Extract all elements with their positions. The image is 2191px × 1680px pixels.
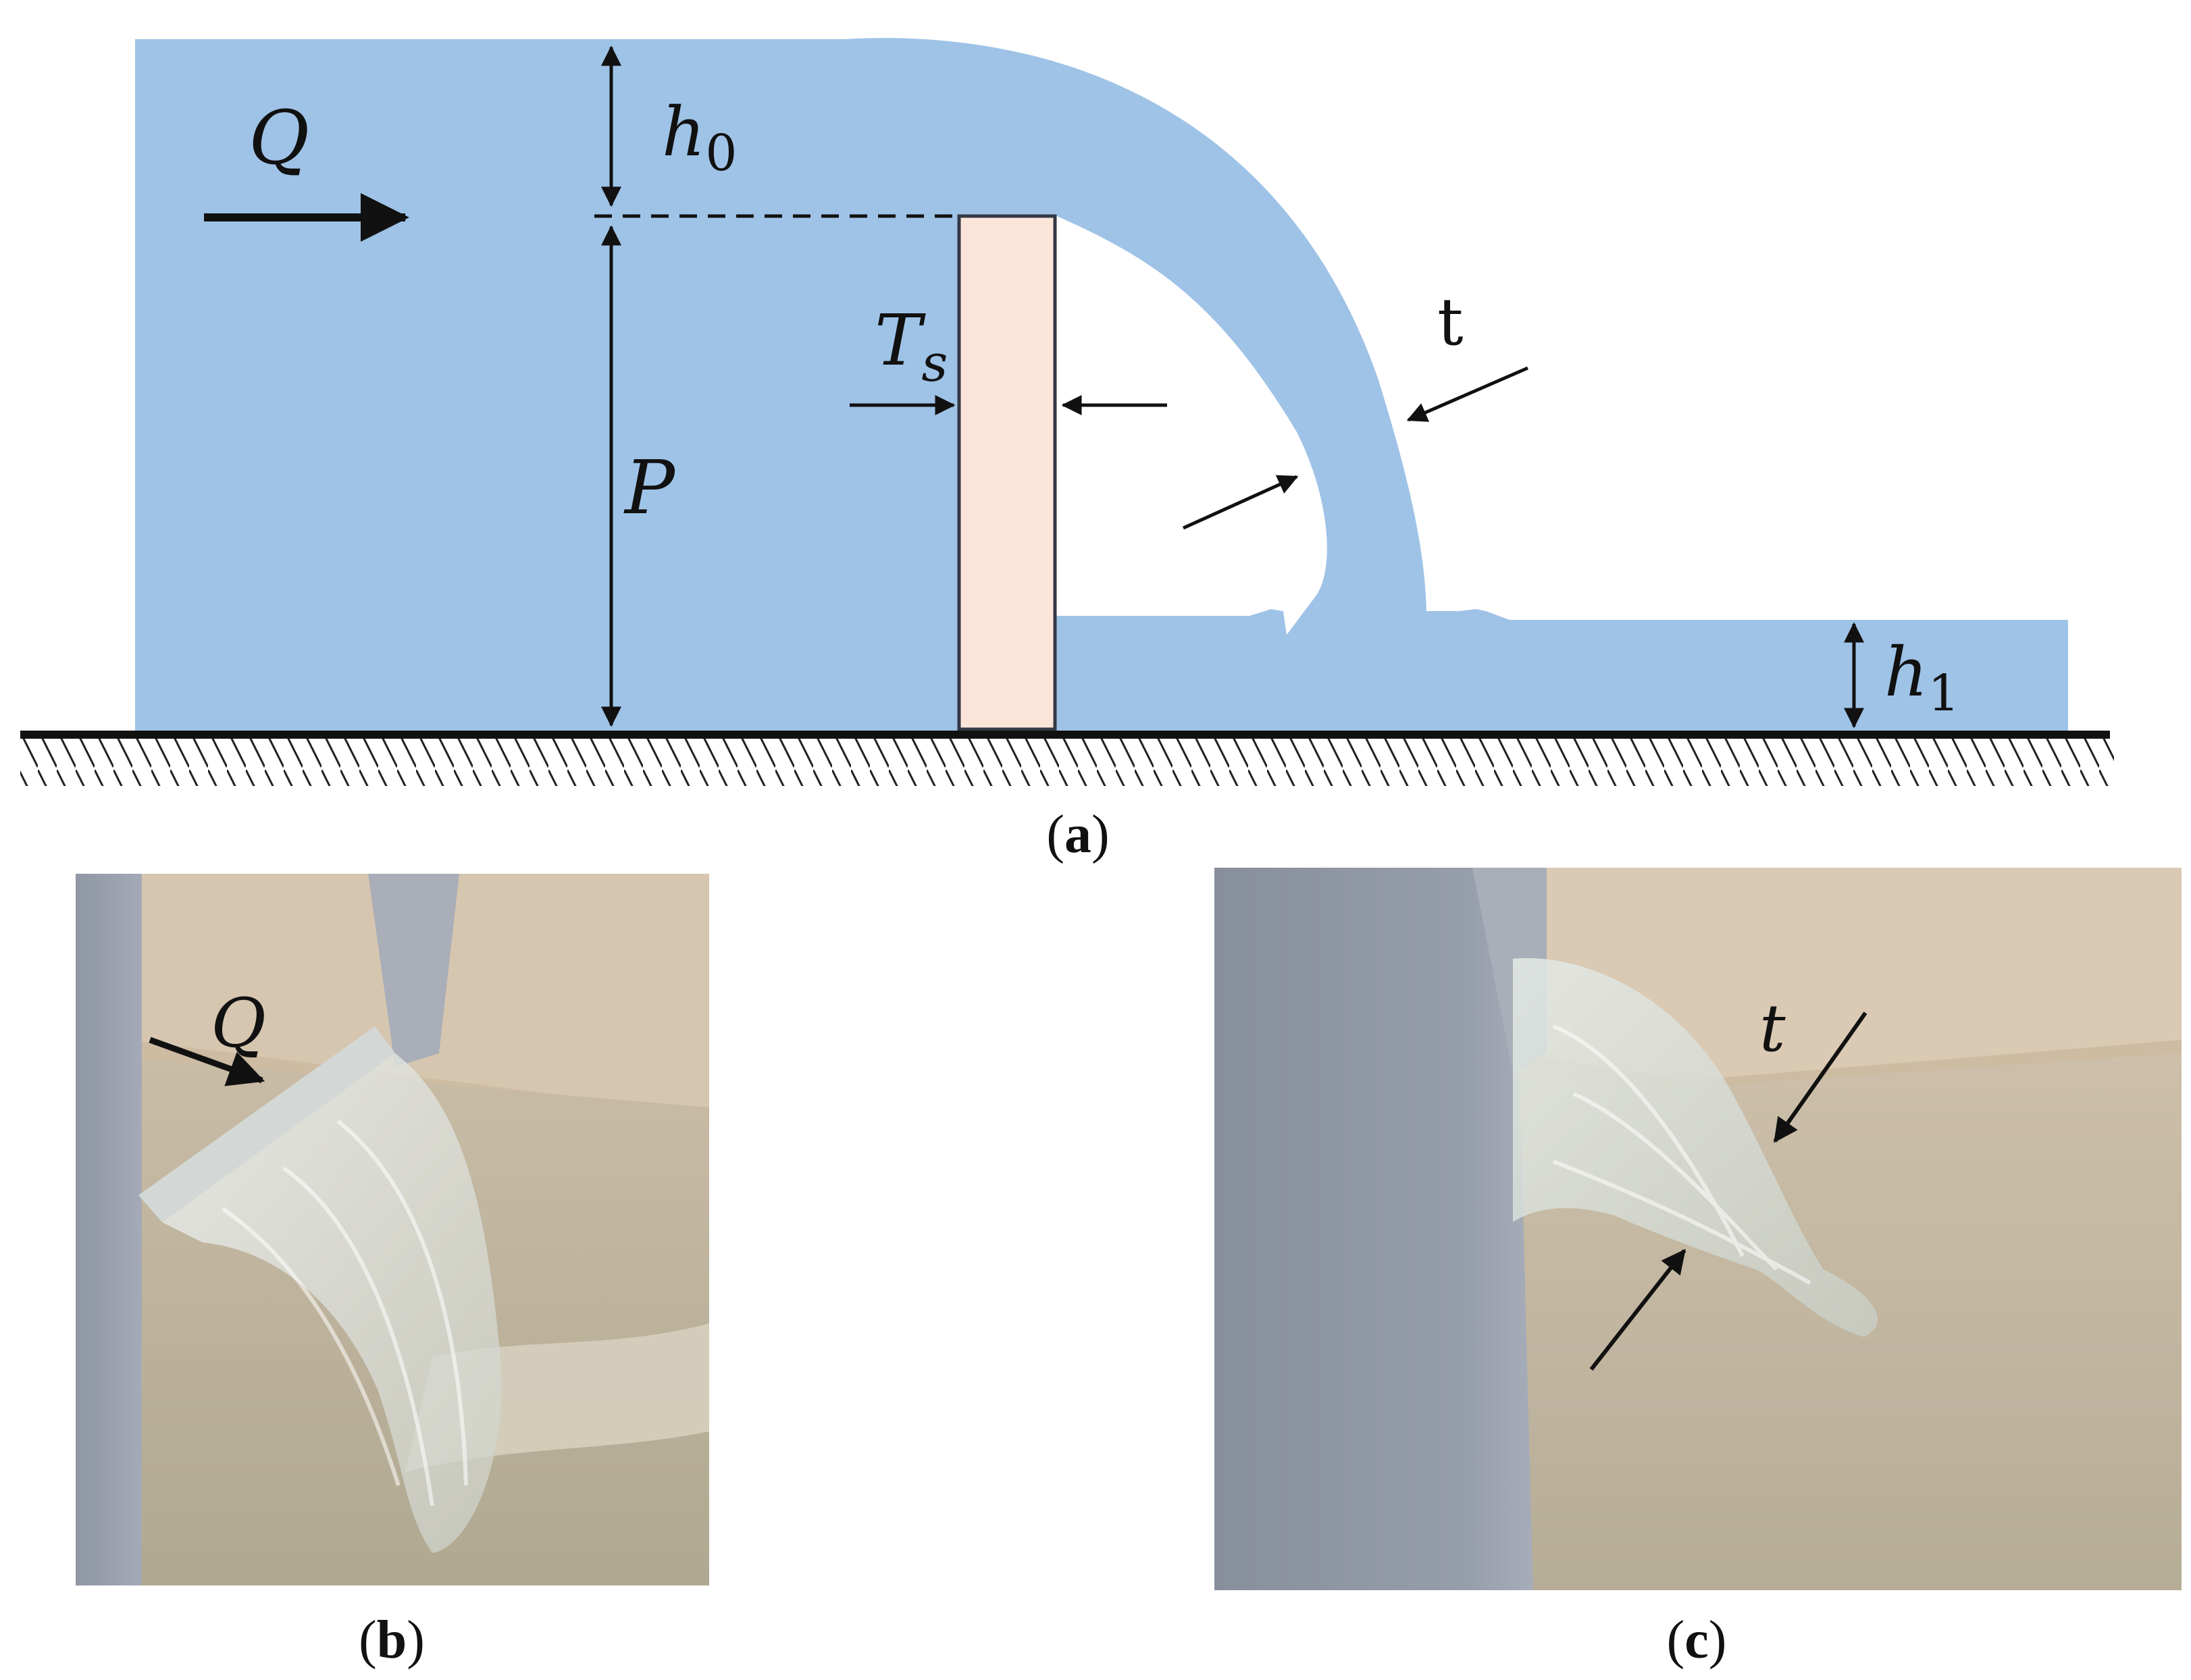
panel-c-caption: (c)	[1667, 1610, 1727, 1670]
photo-c-thickness-label: t	[1759, 991, 1786, 1066]
head-label: h0	[662, 93, 738, 182]
panel-c-photo: t (c)	[1214, 868, 2182, 1670]
nappe-thickness-arrow-inner	[1182, 475, 1299, 530]
panel-a-caption: (a)	[1046, 805, 1109, 864]
nappe-thickness-arrow-outer	[1406, 366, 1528, 422]
sharp-crested-weir	[957, 214, 1057, 731]
weir-height-label: P	[623, 444, 676, 531]
photo-c-overflow-sheet	[1513, 957, 1878, 1337]
photo-c-back-wall	[1520, 868, 2182, 1080]
panel-b-photo: Q (b)	[76, 874, 709, 1670]
photo-c-sheet-streaks	[1552, 1024, 1811, 1285]
photo-c-thickness-arrow-inner	[1589, 1249, 1686, 1371]
photo-b-sheet-streaks	[222, 1119, 468, 1506]
photo-b-flow-label: Q	[211, 984, 266, 1063]
photo-b-weir-plate	[368, 874, 459, 1067]
ground-hatching	[20, 737, 2114, 786]
photo-b-flow-arrow	[149, 1036, 265, 1086]
tailwater-label: h1	[1884, 633, 1960, 723]
flow-label: Q	[249, 95, 309, 181]
photo-b-side-wall	[76, 874, 142, 1585]
photo-c-thickness-arrow-outer	[1773, 1012, 1867, 1143]
weir-thickness-label: Ts	[875, 299, 948, 393]
photo-b-weir-crest	[138, 1026, 395, 1222]
panel-b-caption: (b)	[359, 1610, 425, 1670]
photo-c-side-wall	[1214, 868, 1533, 1590]
nappe-air-cavity	[1054, 215, 1327, 635]
nappe-thickness-label: t	[1437, 284, 1464, 360]
panel-a-schematic: Q h0 P Ts t h1 (a)	[20, 38, 2114, 864]
